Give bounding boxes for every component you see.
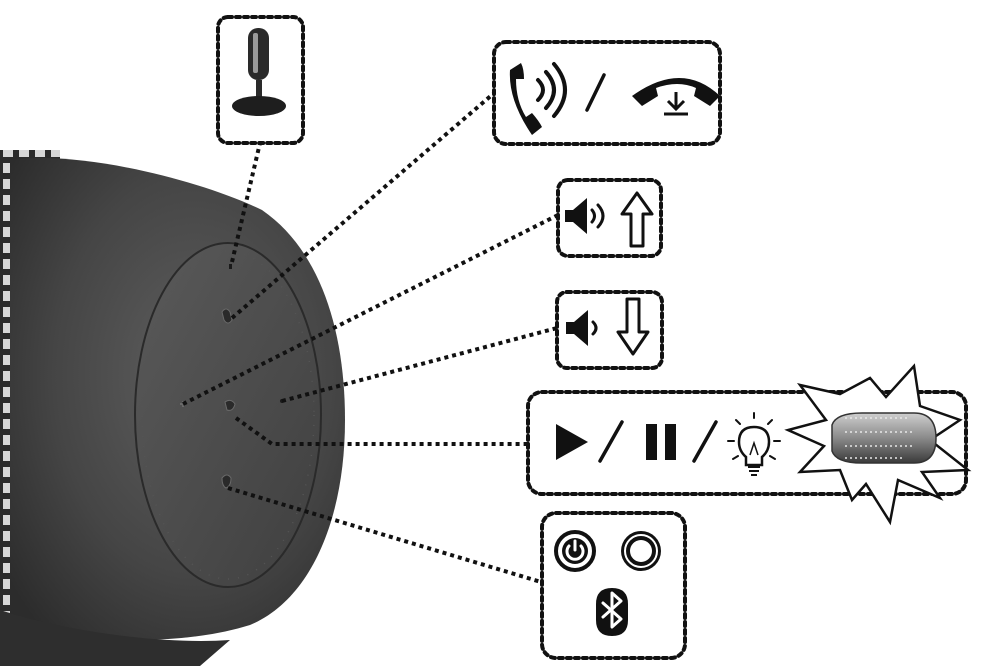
play-button[interactable] bbox=[224, 399, 236, 411]
speaker-photo bbox=[0, 150, 345, 666]
bluetooth-icon bbox=[596, 588, 628, 636]
callout-volume-up bbox=[556, 178, 663, 258]
power-on-icon bbox=[554, 530, 596, 572]
speaker-icon bbox=[565, 198, 605, 234]
play-separator bbox=[598, 420, 624, 463]
pause-separator bbox=[692, 420, 718, 463]
leader-lines bbox=[182, 86, 559, 584]
arrow-down-icon bbox=[616, 297, 650, 356]
glowing-speaker-icon bbox=[784, 363, 972, 526]
speaker-face-rim bbox=[141, 250, 315, 580]
call-separator bbox=[585, 73, 606, 112]
call-button[interactable] bbox=[221, 308, 233, 324]
phone-ringing-icon bbox=[509, 62, 567, 135]
callout-play-pause-light bbox=[526, 363, 972, 526]
speaker-base bbox=[0, 610, 230, 666]
speaker-icon bbox=[566, 310, 598, 346]
hang-up-icon bbox=[632, 78, 720, 116]
callout-microphone bbox=[216, 15, 305, 145]
leader-call bbox=[230, 86, 502, 320]
speaker-face-plate bbox=[134, 242, 322, 588]
power-button[interactable] bbox=[221, 474, 232, 489]
arrow-up-icon bbox=[620, 191, 654, 248]
callout-power-bluetooth bbox=[540, 511, 687, 660]
power-off-icon bbox=[621, 531, 661, 571]
play-icon bbox=[556, 424, 588, 460]
callout-call bbox=[492, 40, 722, 146]
microphone-icon bbox=[232, 28, 286, 116]
leader-volume-up bbox=[182, 213, 559, 406]
callout-volume-down bbox=[555, 290, 664, 370]
mic-hole bbox=[229, 264, 232, 269]
pause-icon bbox=[646, 424, 676, 460]
light-bulb-icon bbox=[727, 412, 781, 476]
leader-power bbox=[227, 486, 542, 584]
